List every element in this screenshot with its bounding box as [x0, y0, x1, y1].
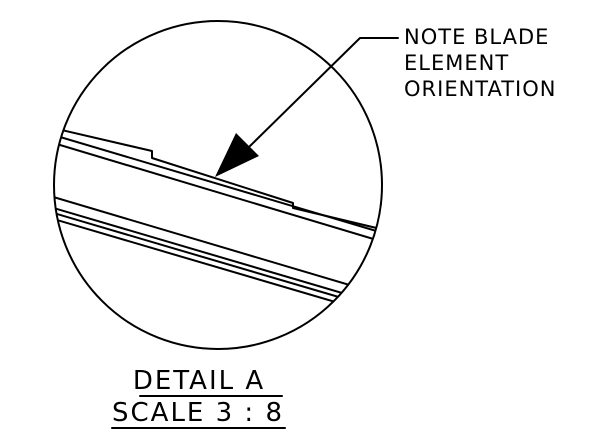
detail-title: DETAIL A	[133, 366, 265, 396]
blade-bottom-edge	[54, 138, 382, 251]
note-line-1: NOTE BLADE	[404, 25, 549, 49]
blade-profile	[54, 124, 382, 325]
arrowhead	[215, 133, 259, 177]
leader-line	[249, 37, 399, 147]
detail-circle	[53, 20, 383, 350]
blade-second-edge	[54, 130, 382, 242]
note-line-3: ORIENTATION	[404, 77, 556, 101]
rail-line-2	[54, 203, 382, 314]
note-line-2: ELEMENT	[404, 51, 509, 75]
rail-line-4	[54, 214, 382, 325]
leader-arrow	[215, 37, 399, 177]
rail-line-1	[54, 192, 382, 304]
detail-scale: SCALE 3 : 8	[112, 398, 284, 428]
